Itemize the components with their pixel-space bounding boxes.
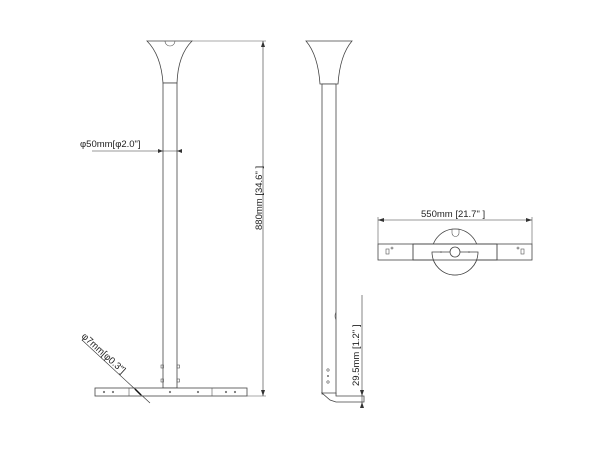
top-hole bbox=[516, 246, 520, 250]
top-slot bbox=[520, 248, 525, 255]
front-tube-screw bbox=[160, 378, 164, 383]
side-tube bbox=[321, 83, 337, 395]
base-hole bbox=[168, 390, 172, 394]
total-height-label: 880mm [34.6" ] bbox=[254, 166, 265, 230]
hole-diameter-label: φ7mm[φ0.3"] bbox=[79, 331, 127, 376]
top-slot bbox=[385, 248, 390, 255]
top-bar-center bbox=[412, 243, 498, 261]
top-view: 550mm [21.7" ] bbox=[377, 209, 533, 276]
side-hole bbox=[326, 368, 330, 372]
base-hole bbox=[196, 390, 200, 394]
base-hole bbox=[102, 390, 106, 394]
bracket-width-label: 550mm [21.7" ] bbox=[421, 209, 485, 220]
base-hole bbox=[233, 390, 237, 394]
side-bracket bbox=[320, 392, 365, 403]
dimension-arrows bbox=[158, 149, 182, 153]
top-plate-lower bbox=[431, 251, 479, 276]
top-center-hole bbox=[449, 246, 461, 258]
side-funnel bbox=[305, 40, 353, 85]
dimension-arrows bbox=[360, 390, 364, 408]
top-hole bbox=[390, 246, 394, 250]
front-view: 880mm [34.6" ] φ50mm[φ2.0"] φ7mm[φ0.3"] bbox=[79, 40, 266, 404]
side-hole bbox=[326, 380, 330, 384]
side-hole bbox=[326, 374, 329, 377]
front-funnel bbox=[146, 40, 193, 84]
front-tube bbox=[162, 82, 178, 389]
front-tube-screw bbox=[176, 378, 180, 383]
base-hole bbox=[224, 390, 228, 394]
adjust-height-label: 29.5mm [1.2" ] bbox=[351, 325, 362, 386]
side-view: 29.5mm [1.2" ] bbox=[305, 40, 365, 408]
front-tube-screw bbox=[160, 364, 164, 369]
front-funnel-notch bbox=[164, 40, 176, 47]
hole-diameter-arrow bbox=[134, 388, 142, 396]
top-screw bbox=[468, 251, 470, 253]
top-plate-notch bbox=[451, 228, 460, 237]
side-tube-bend bbox=[334, 311, 337, 321]
tube-diameter-label: φ50mm[φ2.0"] bbox=[80, 139, 141, 150]
base-hole bbox=[111, 390, 115, 394]
front-tube-screw bbox=[176, 364, 180, 369]
top-screw bbox=[440, 251, 442, 253]
